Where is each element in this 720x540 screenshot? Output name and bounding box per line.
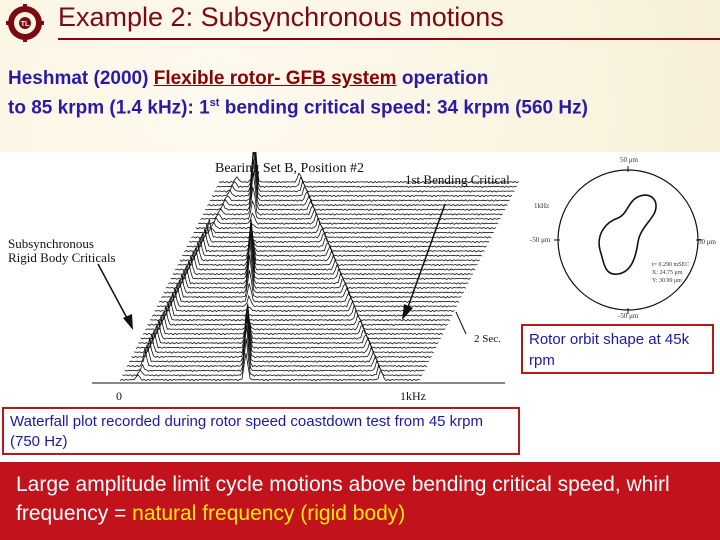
orbit-freq-label: 1kHz xyxy=(534,202,549,210)
subsync-label-line2: Rigid Body Criticals xyxy=(8,250,116,265)
title-divider xyxy=(58,38,720,40)
waterfall-trace xyxy=(184,233,485,253)
waterfall-caption: Waterfall plot recorded during rotor spe… xyxy=(2,407,520,455)
time-label: 2 Sec. xyxy=(474,333,501,345)
bending-arrow xyxy=(407,203,446,308)
waterfall-title: Bearing Set B, Position #2 xyxy=(215,161,364,176)
waterfall-trace xyxy=(158,283,460,304)
university-logo-icon: TL xyxy=(6,4,44,42)
waterfall-trace xyxy=(147,306,448,327)
waterfall-trace xyxy=(218,152,520,184)
conclusion-bar xyxy=(0,462,720,540)
title-topic: Subsynchronous motions xyxy=(200,2,504,32)
waterfall-trace xyxy=(198,211,499,225)
waterfall-trace xyxy=(149,301,451,322)
waterfall-trace xyxy=(186,228,487,248)
waterfall-trace xyxy=(135,305,437,350)
subsync-arrowhead xyxy=(123,314,133,330)
intro-source: Heshmat (2000) xyxy=(8,68,154,89)
intro-line-1: Heshmat (2000) Flexible rotor- GFB syste… xyxy=(8,68,488,90)
orbit-boundary-circle xyxy=(557,169,699,311)
waterfall-trace xyxy=(138,309,439,345)
intro-ordinal: st xyxy=(209,97,220,109)
waterfall-trace xyxy=(204,171,506,212)
orbit-caption: Rotor orbit shape at 45k rpm xyxy=(521,324,714,374)
waterfall-trace xyxy=(188,223,489,244)
conclusion-statement: Large amplitude limit cycle motions abov… xyxy=(16,473,670,525)
waterfall-trace xyxy=(179,226,480,262)
waterfall-trace xyxy=(142,315,444,336)
intro-line-2: to 85 krpm (1.4 kHz): 1st bending critic… xyxy=(8,97,588,119)
axis-1khz-label: 1kHz xyxy=(400,389,426,403)
svg-text:TL: TL xyxy=(21,21,30,28)
subsync-label-line1: Subsynchronous xyxy=(8,236,94,251)
waterfall-traces xyxy=(119,152,520,382)
conclusion-highlight: natural frequency (rigid body) xyxy=(132,502,406,525)
orbit-plot: 50 μm 1kHz -50 μm 50 μm -50 μm t= 0.290 … xyxy=(530,156,717,320)
waterfall-trace xyxy=(151,297,453,317)
orbit-readout-y: Y: 30.99 μm xyxy=(652,278,682,284)
waterfall-trace xyxy=(195,216,497,230)
waterfall-trace xyxy=(131,304,432,359)
orbit-readout-time: t= 0.290 mSEC xyxy=(652,262,689,268)
intro-speed: to 85 krpm (1.4 kHz): 1 xyxy=(8,97,210,119)
waterfall-trace xyxy=(214,152,515,193)
orbit-readout-x: X: 24.75 μm xyxy=(652,270,683,276)
bending-arrowhead xyxy=(402,304,413,320)
orbit-right-label: 50 μm xyxy=(698,238,717,246)
waterfall-trace xyxy=(170,225,471,281)
waterfall-trace xyxy=(124,325,425,373)
conclusion-text: Large amplitude limit cycle motions abov… xyxy=(16,470,716,528)
orbit-shape xyxy=(598,194,657,275)
waterfall-trace xyxy=(191,219,492,239)
waterfall-plot: Bearing Set B, Position #2 1st Bending C… xyxy=(8,152,717,403)
waterfall-trace xyxy=(122,338,423,377)
waterfall-trace xyxy=(129,308,430,363)
waterfall-trace xyxy=(166,241,467,290)
waterfall-trace xyxy=(216,152,517,189)
waterfall-trace xyxy=(175,219,476,271)
waterfall-trace xyxy=(119,352,421,382)
waterfall-trace xyxy=(200,199,501,221)
waterfall-trace xyxy=(209,152,510,202)
waterfall-trace xyxy=(193,222,494,235)
orbit-left-label: -50 μm xyxy=(530,236,551,244)
slide-title: Example 2: Subsynchronous motions xyxy=(58,2,504,33)
orbit-bottom-label: -50 μm xyxy=(618,312,639,320)
intro-critical: bending critical speed: 34 krpm (560 Hz) xyxy=(219,97,588,119)
waterfall-trace xyxy=(177,222,478,267)
waterfall-trace xyxy=(168,231,469,285)
waterfall-trace xyxy=(182,230,483,258)
waterfall-trace xyxy=(145,312,446,331)
waterfall-trace xyxy=(140,314,441,340)
waterfall-trace xyxy=(133,303,434,354)
waterfall-trace xyxy=(211,152,513,198)
orbit-top-label: 50 μm xyxy=(620,156,639,164)
bending-critical-label: 1st Bending Critical xyxy=(405,172,510,187)
intro-operation: operation xyxy=(396,68,489,89)
axis-zero-label: 0 xyxy=(116,389,122,403)
waterfall-trace xyxy=(207,159,508,207)
time-arrow xyxy=(455,311,467,335)
waterfall-trace xyxy=(126,315,428,368)
intro-system-underlined: Flexible rotor- GFB system xyxy=(153,68,397,89)
title-example: Example 2: xyxy=(58,2,201,32)
subsync-arrow xyxy=(97,263,129,321)
waterfall-trace xyxy=(202,186,504,216)
waterfall-trace xyxy=(172,220,473,276)
